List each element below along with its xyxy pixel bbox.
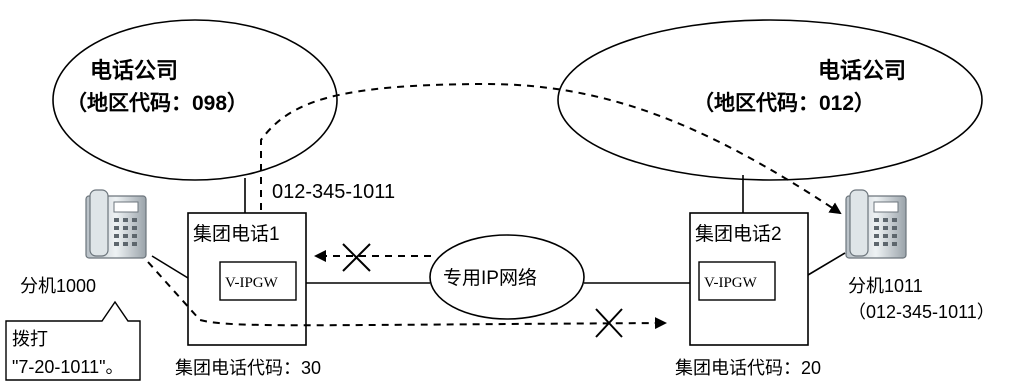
left-pbx-code: 集团电话代码：30 bbox=[175, 358, 321, 378]
right-carrier-area-code: （地区代码：012） bbox=[693, 91, 875, 115]
right-gateway-label: V-IPGW bbox=[704, 275, 758, 291]
callout-line-1: 拨打 bbox=[12, 329, 48, 349]
left-gateway-label: V-IPGW bbox=[225, 275, 279, 291]
dial-callout-box bbox=[5, 300, 141, 381]
left-carrier-area-code: （地区代码：098） bbox=[66, 91, 248, 115]
left-gateway-box bbox=[219, 261, 297, 301]
dialed-trunk-number: 012-345-1011 bbox=[272, 181, 395, 203]
left-carrier-ellipse bbox=[52, 19, 338, 181]
private-network-label: 专用IP网络 bbox=[443, 267, 537, 289]
private-network-ellipse bbox=[429, 234, 585, 320]
left-pbx-name: 集团电话1 bbox=[193, 223, 280, 245]
right-extension-number: （012-345-1011） bbox=[848, 302, 995, 322]
blocked-direct-cross-icon bbox=[595, 308, 623, 338]
right-carrier-ellipse bbox=[557, 19, 983, 181]
call-path-via-carrier bbox=[260, 82, 842, 215]
left-extension-label: 分机1000 bbox=[20, 276, 96, 296]
blocked-return-cross-icon bbox=[342, 243, 371, 272]
right-pbx-code: 集团电话代码：20 bbox=[675, 358, 821, 378]
callout-line-2: "7-20-1011"。 bbox=[12, 357, 124, 377]
right-gateway-box bbox=[698, 261, 776, 301]
desk-phone-icon bbox=[845, 189, 907, 259]
left-carrier-name: 电话公司 bbox=[90, 58, 178, 83]
blocked-direct-path bbox=[147, 261, 667, 330]
right-extension-line bbox=[807, 252, 846, 276]
desk-phone-icon bbox=[85, 189, 147, 259]
left-extension-line bbox=[151, 255, 189, 279]
right-extension-label: 分机1011 bbox=[848, 276, 923, 296]
right-carrier-name: 电话公司 bbox=[818, 58, 906, 83]
right-pbx-name: 集团电话2 bbox=[695, 223, 782, 245]
